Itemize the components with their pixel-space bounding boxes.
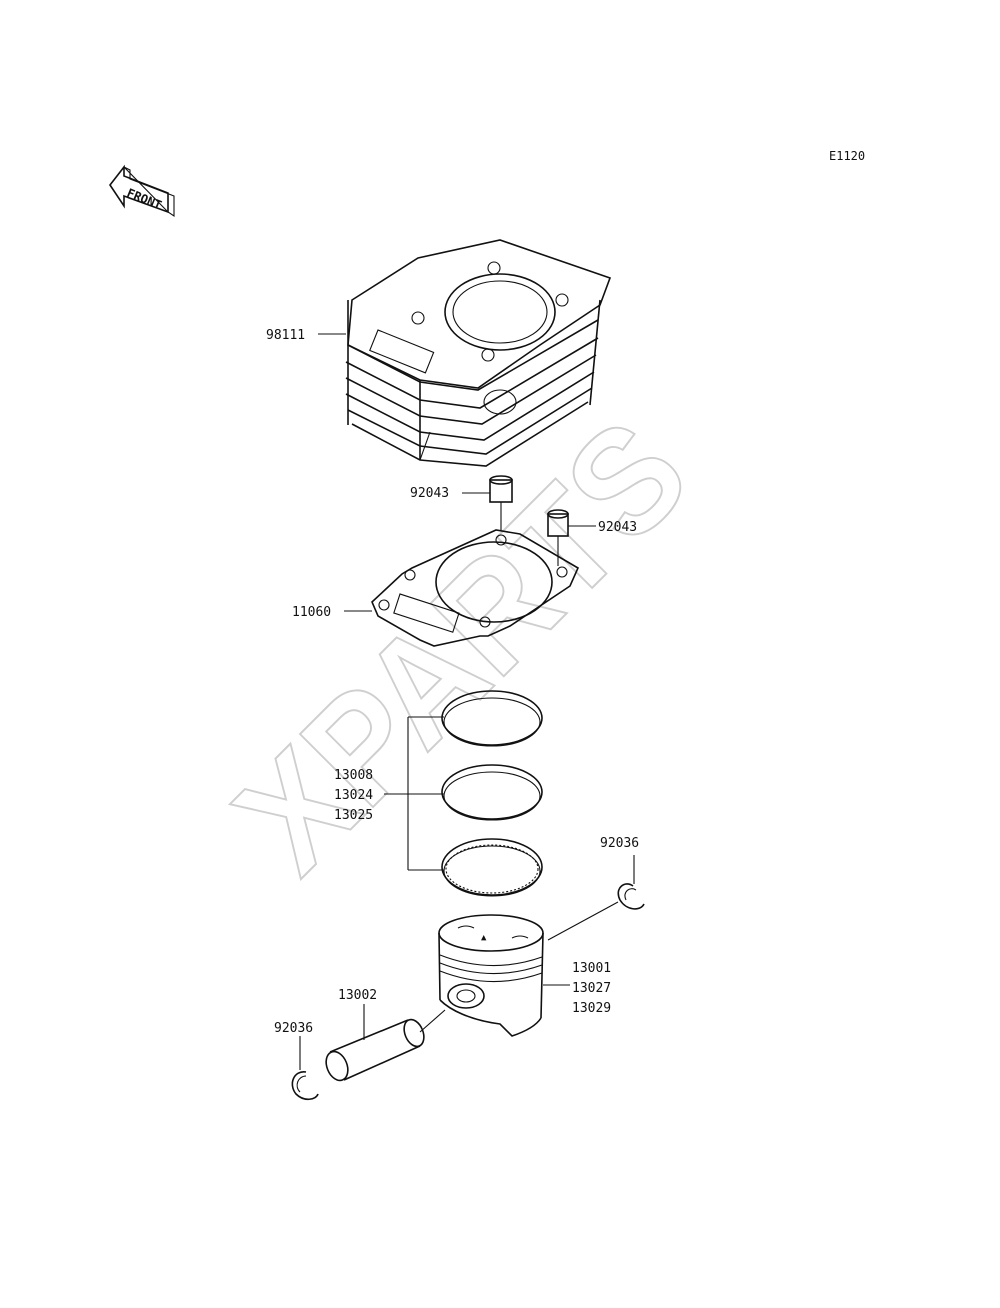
part-number-piston-2: 13027 <box>572 981 611 996</box>
part-number-ring-1: 13008 <box>334 768 373 783</box>
front-arrow-icon: FRONT <box>109 164 175 218</box>
cylinder-icon <box>345 239 612 467</box>
leader-ring-set <box>384 716 444 871</box>
part-number-piston-3: 13029 <box>572 1001 611 1016</box>
piston-icon: ▲ <box>438 914 544 1037</box>
part-number-cylinder: 98111 <box>266 328 305 343</box>
pin-axis-line-right <box>547 901 619 941</box>
snap-ring-right-icon <box>617 883 645 910</box>
part-number-piston-pin: 13002 <box>338 988 377 1003</box>
piston-pin-icon <box>325 1009 446 1082</box>
part-number-piston-1: 13001 <box>572 961 611 976</box>
piston-rings-icon <box>441 690 543 897</box>
part-number-snap-ring-left: 92036 <box>274 1021 313 1036</box>
part-number-snap-ring-right: 92036 <box>600 836 639 851</box>
part-number-dowel-right: 92043 <box>598 520 637 535</box>
watermark: XPARTS <box>203 387 720 904</box>
part-number-gasket: 11060 <box>292 605 331 620</box>
part-number-ring-3: 13025 <box>334 808 373 823</box>
dowel-pin-left-icon <box>489 475 513 530</box>
diagram-code: E1120 <box>829 149 865 163</box>
part-number-ring-2: 13024 <box>334 788 373 803</box>
snap-ring-left-icon <box>291 1071 319 1101</box>
svg-text:▲: ▲ <box>481 933 487 943</box>
dowel-pin-right-icon <box>547 509 569 566</box>
part-number-dowel-left: 92043 <box>410 486 449 501</box>
gasket-icon <box>371 529 580 647</box>
watermark-text: XPARTS <box>204 388 719 903</box>
